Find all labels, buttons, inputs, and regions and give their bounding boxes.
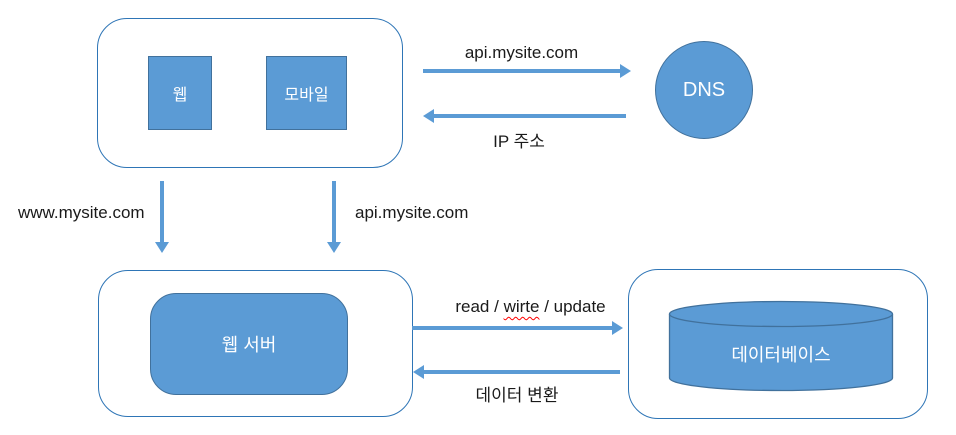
arrow-web-to-server	[155, 181, 169, 253]
web-server-label: 웹 서버	[221, 335, 277, 355]
arrow-line	[160, 181, 164, 242]
database-label: 데이터베이스	[731, 345, 831, 365]
db-request-label-part1: read /	[455, 297, 504, 316]
dns-label: DNS	[682, 78, 726, 101]
arrow-line	[434, 114, 626, 118]
arrow-db-to-server	[413, 365, 620, 379]
arrow-line	[424, 370, 620, 374]
api-route-label: api.mysite.com	[355, 203, 469, 222]
arrow-clients-to-dns	[423, 64, 631, 78]
www-route-label: www.mysite.com	[18, 203, 145, 222]
db-request-label-misspelled-word: wirte	[503, 297, 540, 316]
arrow-line	[423, 69, 620, 73]
arrowhead-right-icon	[612, 321, 623, 335]
arrow-server-to-db	[412, 321, 623, 335]
web-client-box: 웹	[148, 56, 212, 130]
db-request-label: read / wirte / update	[433, 297, 628, 317]
arrow-dns-to-clients	[423, 109, 626, 123]
arrow-mobile-to-server	[327, 181, 341, 253]
mobile-client-label: 모바일	[284, 87, 329, 104]
db-request-label-part2: / update	[539, 297, 606, 316]
web-client-label: 웹	[172, 87, 188, 104]
dns-circle: DNS	[655, 41, 753, 139]
db-response-label: 데이터 변환	[475, 386, 559, 405]
arrowhead-down-icon	[155, 242, 169, 253]
arrowhead-left-icon	[413, 365, 424, 379]
dns-response-label: IP 주소	[493, 132, 545, 151]
arrow-line	[412, 326, 612, 330]
arrowhead-left-icon	[423, 109, 434, 123]
arrowhead-right-icon	[620, 64, 631, 78]
web-server-box: 웹 서버	[150, 293, 348, 395]
arrowhead-down-icon	[327, 242, 341, 253]
arrow-line	[332, 181, 336, 242]
client-group-container	[97, 18, 403, 168]
mobile-client-box: 모바일	[266, 56, 347, 130]
database-cylinder-icon	[668, 300, 894, 392]
dns-request-label: api.mysite.com	[464, 43, 579, 62]
